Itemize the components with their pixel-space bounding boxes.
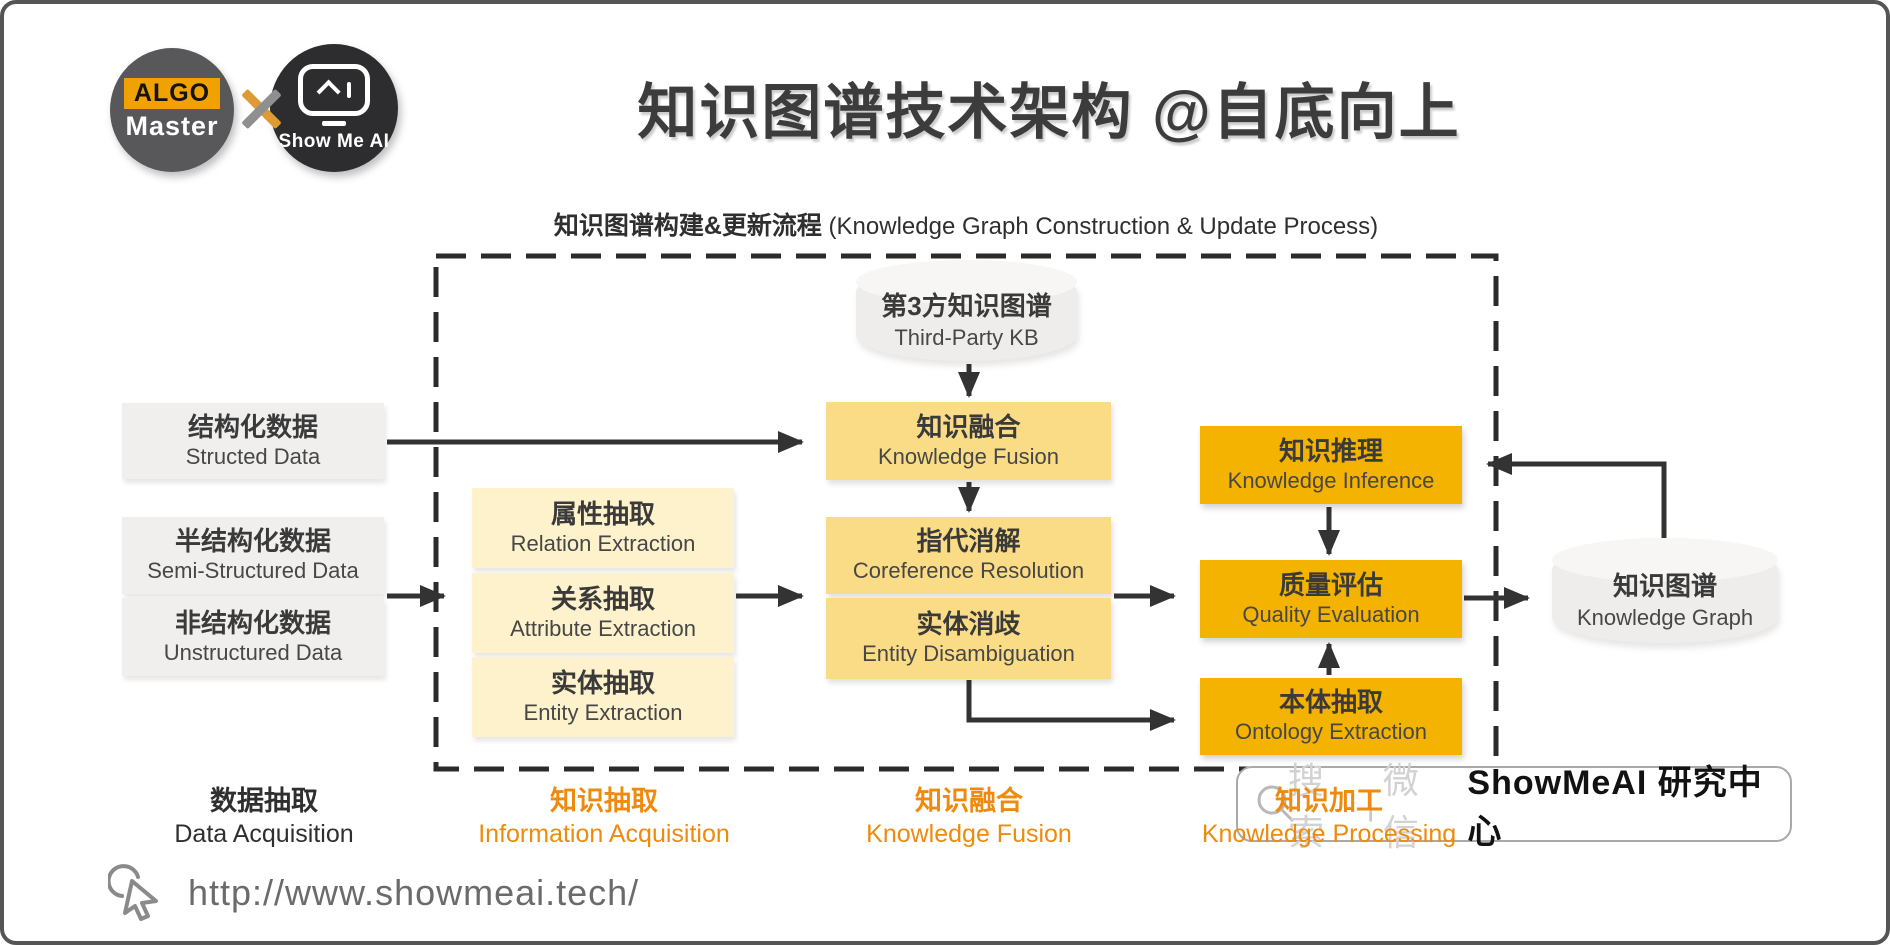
- logo-x-separator-icon: [240, 88, 282, 130]
- node-attribute-extraction: 关系抽取 Attribute Extraction: [472, 573, 734, 653]
- arrow-graph-to-inference-feedback: [1486, 453, 1667, 544]
- watermark-brand: ShowMeAI 研究中心: [1467, 764, 1763, 851]
- third-party-kb-cylinder: 第3方知识图谱 Third-Party KB: [856, 260, 1077, 361]
- node-cn: 非结构化数据: [174, 607, 331, 638]
- stage-cn: 知识加工: [1275, 786, 1383, 816]
- footer-url-row: http://www.showmeai.tech/: [108, 864, 639, 922]
- process-label: 知识图谱构建&更新流程 (Knowledge Graph Constructio…: [376, 206, 1556, 242]
- process-dashed-border: [433, 253, 1499, 772]
- node-en: Structed Data: [185, 443, 321, 469]
- node-en: Ontology Extraction: [1235, 719, 1427, 745]
- node-en: Attribute Extraction: [510, 615, 696, 641]
- node-en: Relation Extraction: [510, 530, 696, 556]
- algo-master-logo: ALGO Master: [110, 48, 234, 172]
- knowledge-graph-cn: 知识图谱: [1612, 571, 1717, 601]
- node-en: Knowledge Inference: [1227, 467, 1435, 493]
- node-en: Unstructured Data: [163, 639, 343, 665]
- node-semi-structured-data: 半结构化数据 Semi-Structured Data: [122, 517, 384, 594]
- node-structured-data: 结构化数据 Structed Data: [122, 403, 384, 479]
- process-label-cn: 知识图谱构建&更新流程: [553, 212, 822, 240]
- page-title: 知识图谱技术架构 @自底向上: [637, 79, 1461, 146]
- node-en: Entity Disambiguation: [862, 641, 1075, 667]
- node-cn: 知识推理: [1278, 435, 1383, 466]
- robot-mouth-icon: [322, 120, 346, 126]
- stage-knowledge-fusion: 知识融合 Knowledge Fusion: [789, 784, 1149, 850]
- stage-cn: 数据抽取: [210, 786, 318, 816]
- node-cn: 知识融合: [916, 411, 1021, 442]
- knowledge-graph-en: Knowledge Graph: [1576, 605, 1754, 630]
- node-entity-disambiguation: 实体消歧 Entity Disambiguation: [826, 598, 1111, 679]
- stage-knowledge-processing: 知识加工 Knowledge Processing: [1149, 784, 1509, 850]
- node-unstructured-data: 非结构化数据 Unstructured Data: [122, 598, 384, 676]
- watermark-wechat-label: 微信: [1382, 760, 1421, 853]
- site-url: http://www.showmeai.tech/: [188, 872, 640, 913]
- node-knowledge-fusion: 知识融合 Knowledge Fusion: [826, 402, 1111, 480]
- stage-en: Knowledge Fusion: [866, 820, 1072, 849]
- node-cn: 属性抽取: [550, 498, 655, 529]
- node-en: Coreference Resolution: [852, 558, 1085, 584]
- stage-cn: 知识融合: [915, 786, 1023, 816]
- connector-layer: [387, 253, 1667, 772]
- watermark-search-label: 搜索: [1288, 760, 1327, 853]
- search-icon: [1257, 785, 1295, 823]
- stage-data-acquisition: 数据抽取 Data Acquisition: [84, 784, 444, 850]
- robot-right-eye-icon: [346, 81, 351, 98]
- stage-en: Information Acquisition: [478, 820, 730, 849]
- arrow-disambiguation-to-ontology: [966, 680, 1176, 731]
- node-cn: 半结构化数据: [174, 526, 331, 557]
- node-cn: 实体消歧: [916, 609, 1021, 640]
- node-en: Entity Extraction: [523, 699, 683, 725]
- node-quality-evaluation: 质量评估 Quality Evaluation: [1200, 560, 1462, 638]
- node-coreference-resolution: 指代消解 Coreference Resolution: [826, 517, 1111, 594]
- watermark-divider: |: [1366, 785, 1375, 822]
- robot-left-eye-icon: [316, 79, 341, 104]
- showmeai-logo: Show Me AI: [270, 44, 398, 172]
- third-party-kb-cn: 第3方知识图谱: [881, 291, 1052, 321]
- cursor-icon: [108, 864, 158, 921]
- stage-information-acquisition: 知识抽取 Information Acquisition: [424, 784, 784, 850]
- node-en: Semi-Structured Data: [147, 558, 359, 584]
- showmeai-logo-text: Show Me AI: [278, 130, 390, 152]
- third-party-kb-en: Third-Party KB: [894, 325, 1039, 350]
- stage-en: Data Acquisition: [174, 820, 354, 849]
- knowledge-graph-cylinder: 知识图谱 Knowledge Graph: [1552, 538, 1778, 643]
- node-cn: 关系抽取: [550, 583, 655, 614]
- node-relation-extraction: 属性抽取 Relation Extraction: [472, 488, 734, 568]
- node-cn: 质量评估: [1278, 569, 1383, 600]
- stage-cn: 知识抽取: [550, 786, 658, 816]
- node-knowledge-inference: 知识推理 Knowledge Inference: [1200, 426, 1462, 504]
- master-logo-text: Master: [125, 111, 219, 141]
- node-cn: 本体抽取: [1278, 687, 1383, 718]
- process-label-en: (Knowledge Graph Construction & Update P…: [821, 213, 1379, 240]
- robot-face-icon: [298, 63, 370, 116]
- node-cn: 结构化数据: [187, 411, 318, 442]
- node-en: Quality Evaluation: [1242, 601, 1420, 627]
- watermark-badge: 搜索 | 微信 ShowMeAI 研究中心: [1236, 760, 1792, 853]
- node-entity-extraction: 实体抽取 Entity Extraction: [472, 657, 734, 737]
- node-en: Knowledge Fusion: [877, 443, 1059, 469]
- node-cn: 指代消解: [916, 526, 1021, 557]
- node-ontology-extraction: 本体抽取 Ontology Extraction: [1200, 678, 1462, 755]
- stage-en: Knowledge Processing: [1201, 820, 1457, 849]
- algo-logo-text: ALGO: [123, 78, 221, 109]
- node-cn: 实体抽取: [550, 667, 655, 698]
